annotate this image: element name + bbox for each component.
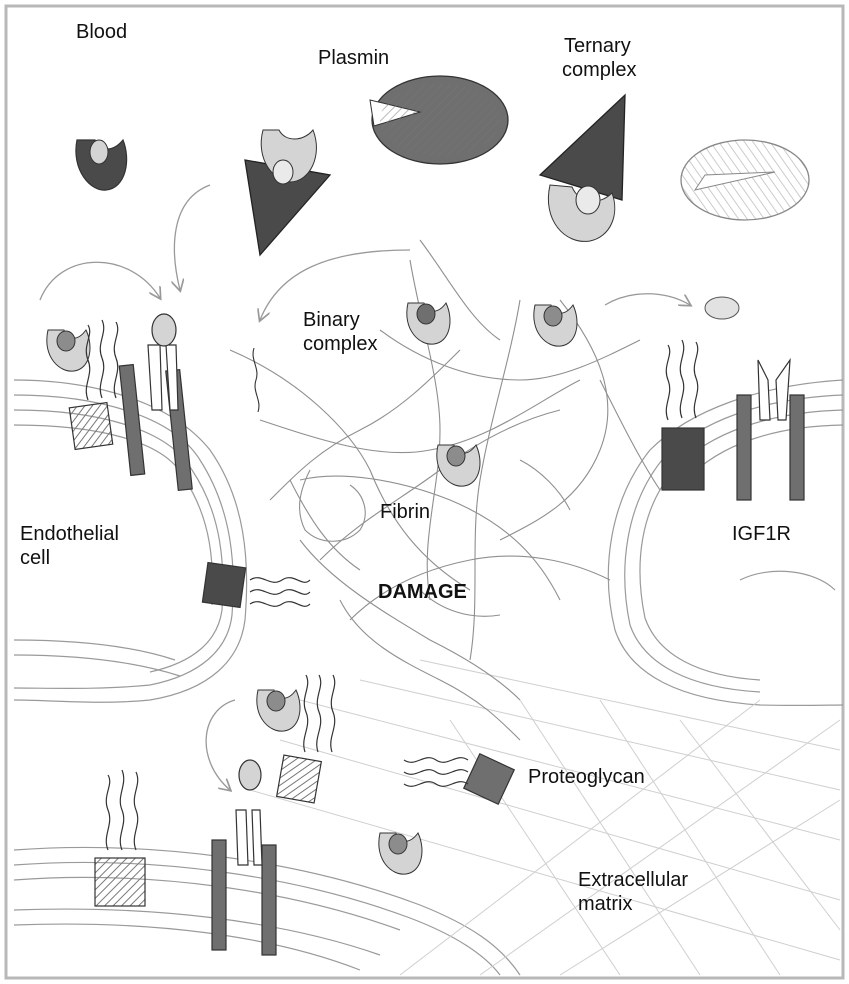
arrow-to-right [605,294,690,305]
label-ternary-line2: complex [562,58,636,82]
label-binary-complex: Binary complex [303,308,377,356]
igf1r-receptor-left [119,314,192,490]
ternary-complex-right [540,95,625,241]
plasminogen-blood-dark [76,140,127,190]
proteoglycan-bottom-b [404,754,514,804]
squiggles-left [253,348,259,412]
small-oval-molecule [705,297,739,319]
label-plasmin: Plasmin [318,46,389,70]
label-blood: Blood [76,20,127,44]
label-fibrin: Fibrin [380,500,430,524]
arrow-blood-to-cell [40,262,160,300]
plasminogen-bottom-2 [379,833,422,874]
label-endothelial-line2: cell [20,546,119,570]
label-ternary-complex: Ternary complex [562,34,636,82]
endothelial-cell-right [608,380,843,705]
plasminogen-left-membrane [47,330,90,371]
label-proteoglycan: Proteoglycan [528,765,645,789]
label-endothelial-cell: Endothelial cell [20,522,119,570]
arrow-bottom-left [206,700,235,790]
label-binary-line2: complex [303,332,377,356]
plasminogen-binary-1 [407,303,450,344]
proteoglycan-right [662,340,704,490]
igf1r-receptor-bottom [212,760,276,955]
label-extracellular-matrix: Extracellular matrix [578,868,688,916]
plasminogen-fibrin [437,445,480,486]
label-igf1r: IGF1R [732,522,791,546]
ternary-complex-left [245,130,330,255]
igf1r-receptor-right [737,360,804,500]
cleaved-disc [681,140,809,220]
label-binary-line1: Binary [303,308,377,332]
plasmin-disc [370,76,508,164]
extracellular-matrix-lines [250,660,840,975]
label-ternary-line1: Ternary [562,34,636,58]
label-endothelial-line1: Endothelial [20,522,119,546]
arrows [40,185,690,790]
label-ecm-line2: matrix [578,892,688,916]
plasminogen-binary-2 [534,305,577,346]
plasminogen-bottom-1 [257,690,300,731]
label-damage: DAMAGE [378,580,467,604]
proteoglycan-bottom-c [95,770,145,906]
label-ecm-line1: Extracellular [578,868,688,892]
proteoglycan-bottom-a [277,675,335,803]
proteoglycan-mid-left [202,563,310,608]
arrow-ternary-to-cell [174,185,210,290]
